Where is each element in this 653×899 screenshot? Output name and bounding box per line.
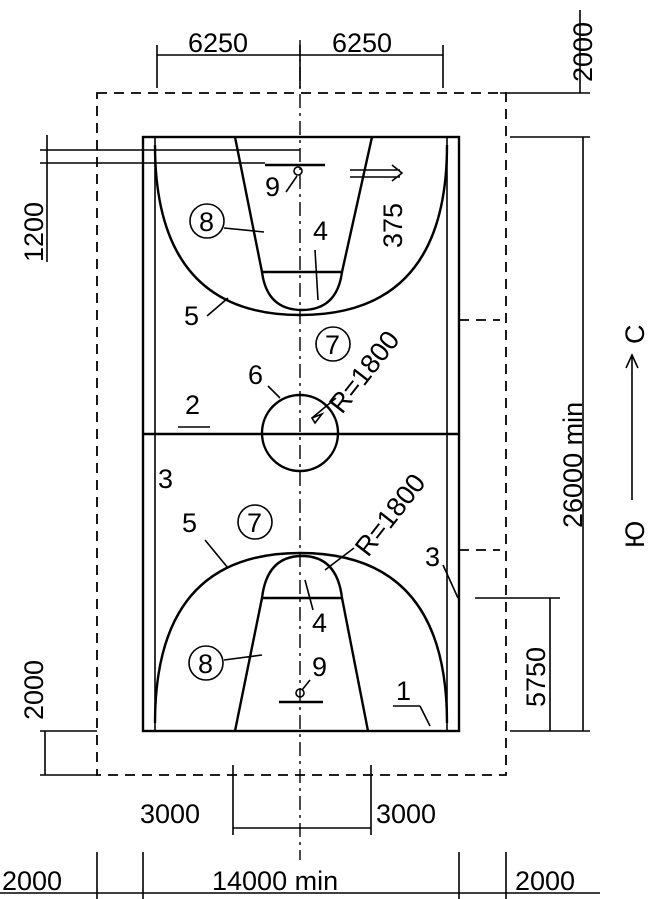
marker-3-left: 3 [158,464,173,494]
leader-5-top [206,297,229,317]
marker-6: 6 [248,360,263,390]
basket-top [293,166,303,176]
marker-1: 1 [396,676,411,706]
dim-1200-label: 1200 [19,202,49,262]
dim-lane-left-label: 3000 [140,799,200,829]
free-throw-arc-top [260,271,344,312]
leader-8-bottom [223,654,263,661]
north-arrow-head [625,353,639,369]
leader-8-top [223,227,265,233]
arrow-375 [350,164,404,182]
restricted-area-bottom [233,596,370,732]
marker-9-bottom: 9 [312,652,327,682]
dim-length-label: 26000 min [558,402,588,528]
leader-9-bottom [301,679,311,691]
south-label: Ю [620,521,650,548]
dim-top-margin-label: 2000 [568,22,598,82]
dim-5750-label: 5750 [521,647,551,707]
marker-7-bottom-circle [237,504,273,540]
marker-7-top-circle [315,326,351,362]
leader-9-top [285,175,298,193]
marker-5-top: 5 [184,301,199,331]
radius-leader-upper [311,397,337,419]
marker-7-bottom: 7 [247,508,262,538]
marker-4-top: 4 [313,216,328,246]
leader-6 [267,385,281,399]
three-point-arc-top [153,144,449,317]
marker-5-bottom: 5 [182,508,197,538]
leader-5-bottom [204,539,229,569]
safety-zone-boundary [96,92,507,776]
free-throw-arc-bottom [260,554,344,599]
basket-bottom [295,688,305,698]
dim-left-margin-label: 2000 [2,866,62,896]
marker-8-top-circle [189,203,225,239]
leader-1-down [419,705,431,727]
leader-4-top [314,249,319,301]
dim-375-label: 375 [378,203,408,248]
north-arrow: С Ю [620,325,650,549]
dim-bottom-left-label: 2000 [19,660,49,720]
marker-3-right: 3 [425,542,440,572]
north-label: С [620,325,650,345]
dim-right-margin-label: 2000 [515,866,575,896]
marker-7-top: 7 [325,330,340,360]
leader-3-right [442,564,459,599]
radius-leader-lower [324,547,355,571]
marker-4-bottom: 4 [312,608,327,638]
marker-8-top: 8 [199,207,214,237]
dim-width-label: 14000 min [212,866,338,896]
restricted-area-top [233,136,374,274]
radius-arrow-upper [310,412,325,425]
dim-lane-right-label: 3000 [376,799,436,829]
marker-8-bottom: 8 [198,649,213,679]
dim-top-right-label: 6250 [332,28,392,58]
marker-2: 2 [185,390,200,420]
leader-4-bottom [304,579,314,611]
dim-top-left-label: 6250 [188,28,248,58]
radius-lower-label: R=1800 [349,468,431,562]
three-point-arc-bottom [153,551,449,724]
center-circle [260,393,340,473]
marker-9-top: 9 [265,172,280,202]
marker-8-bottom-circle [188,645,224,681]
